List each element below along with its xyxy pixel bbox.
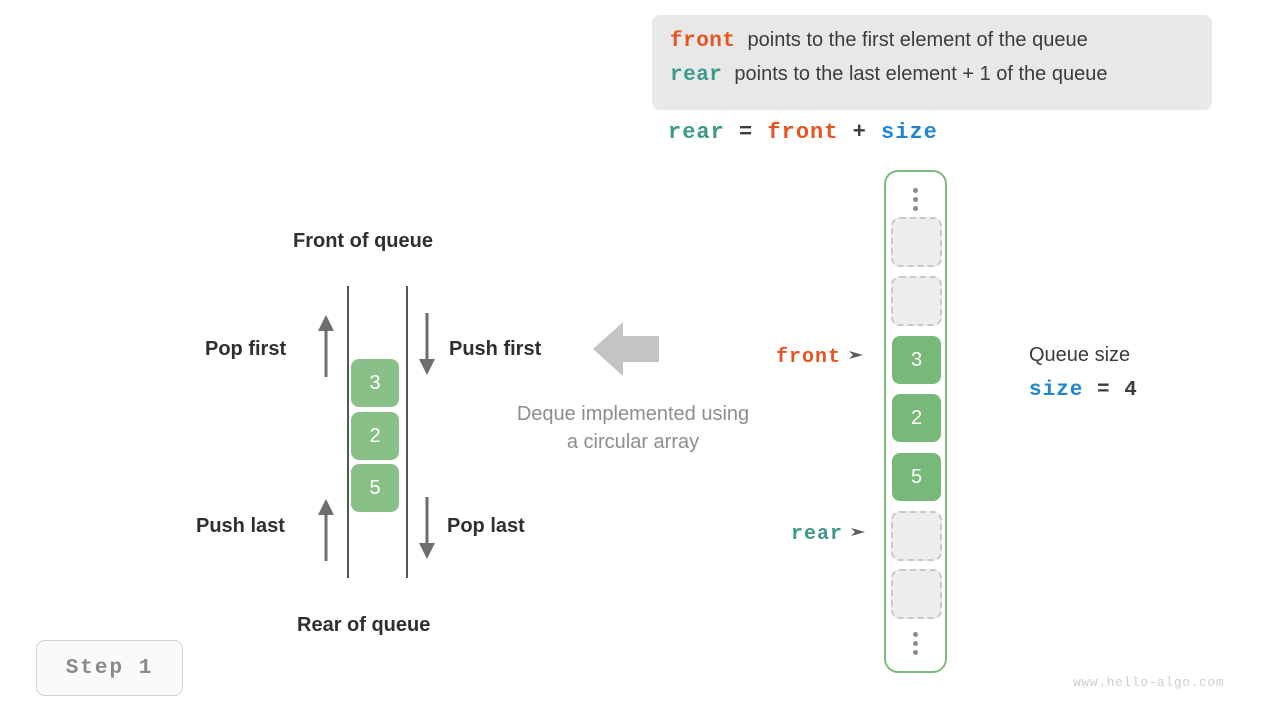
formula-size: size xyxy=(881,120,938,145)
array-slot-empty xyxy=(891,276,942,326)
front-pointer-arrow-icon xyxy=(849,346,865,369)
ellipsis-top-icon xyxy=(886,188,945,211)
rear-formula: rear = front + size xyxy=(668,120,938,145)
deque-rail-right xyxy=(406,286,408,578)
array-slot-filled: 3 xyxy=(891,335,942,385)
pop-first-arrow-up-icon xyxy=(318,315,334,377)
legend-line-rear: rear points to the last element + 1 of t… xyxy=(670,63,1194,97)
legend-line-front: front points to the first element of the… xyxy=(670,29,1194,63)
queue-size-var: size xyxy=(1029,379,1084,402)
caption-line-1: Deque implemented using xyxy=(516,403,750,425)
deque-rail-left xyxy=(347,286,349,578)
deque-cell: 2 xyxy=(350,411,400,461)
pointer-legend-box: front points to the first element of the… xyxy=(652,15,1212,110)
push-last-arrow-up-icon xyxy=(318,499,334,561)
array-slot-empty xyxy=(891,511,942,561)
array-slot-filled: 2 xyxy=(891,393,942,443)
array-slot-empty xyxy=(891,217,942,267)
legend-key-rear: rear xyxy=(670,64,723,87)
mapping-arrow-left-icon xyxy=(593,322,659,376)
queue-size-value: size = 4 xyxy=(1029,379,1138,402)
rear-pointer-text: rear xyxy=(791,523,844,546)
push-first-label: Push first xyxy=(449,338,542,360)
legend-key-front: front xyxy=(670,30,736,53)
pop-last-arrow-down-icon xyxy=(419,497,435,559)
formula-plus: + xyxy=(852,120,867,145)
formula-rear: rear xyxy=(668,120,725,145)
rear-pointer-label: rear xyxy=(791,523,867,546)
queue-size-number: 4 xyxy=(1124,379,1138,402)
legend-text-front: points to the first element of the queue xyxy=(747,29,1088,51)
push-first-arrow-down-icon xyxy=(419,313,435,375)
step-badge: Step 1 xyxy=(36,640,183,696)
diagram-caption: Deque implemented using a circular array xyxy=(492,400,774,456)
front-of-queue-label: Front of queue xyxy=(293,230,433,252)
push-last-label: Push last xyxy=(196,515,285,537)
site-watermark: www.hello-algo.com xyxy=(1073,675,1225,690)
caption-line-2: a circular array xyxy=(566,431,700,453)
deque-cell: 5 xyxy=(350,463,400,513)
pop-first-label: Pop first xyxy=(205,338,287,360)
array-slot-empty xyxy=(891,569,942,619)
circular-array-container: 3 2 5 xyxy=(884,170,947,673)
legend-text-rear: points to the last element + 1 of the qu… xyxy=(734,63,1108,85)
front-pointer-label: front xyxy=(776,346,865,369)
rear-of-queue-label: Rear of queue xyxy=(297,614,431,636)
formula-front: front xyxy=(767,120,839,145)
front-pointer-text: front xyxy=(776,346,842,369)
deque-cell: 3 xyxy=(350,358,400,408)
rear-pointer-arrow-icon xyxy=(851,523,867,546)
array-slot-filled: 5 xyxy=(891,452,942,502)
ellipsis-bottom-icon xyxy=(886,632,945,655)
formula-equals: = xyxy=(739,120,754,145)
pop-last-label: Pop last xyxy=(447,515,525,537)
queue-size-equals: = xyxy=(1097,379,1111,402)
queue-size-title: Queue size xyxy=(1029,344,1131,366)
